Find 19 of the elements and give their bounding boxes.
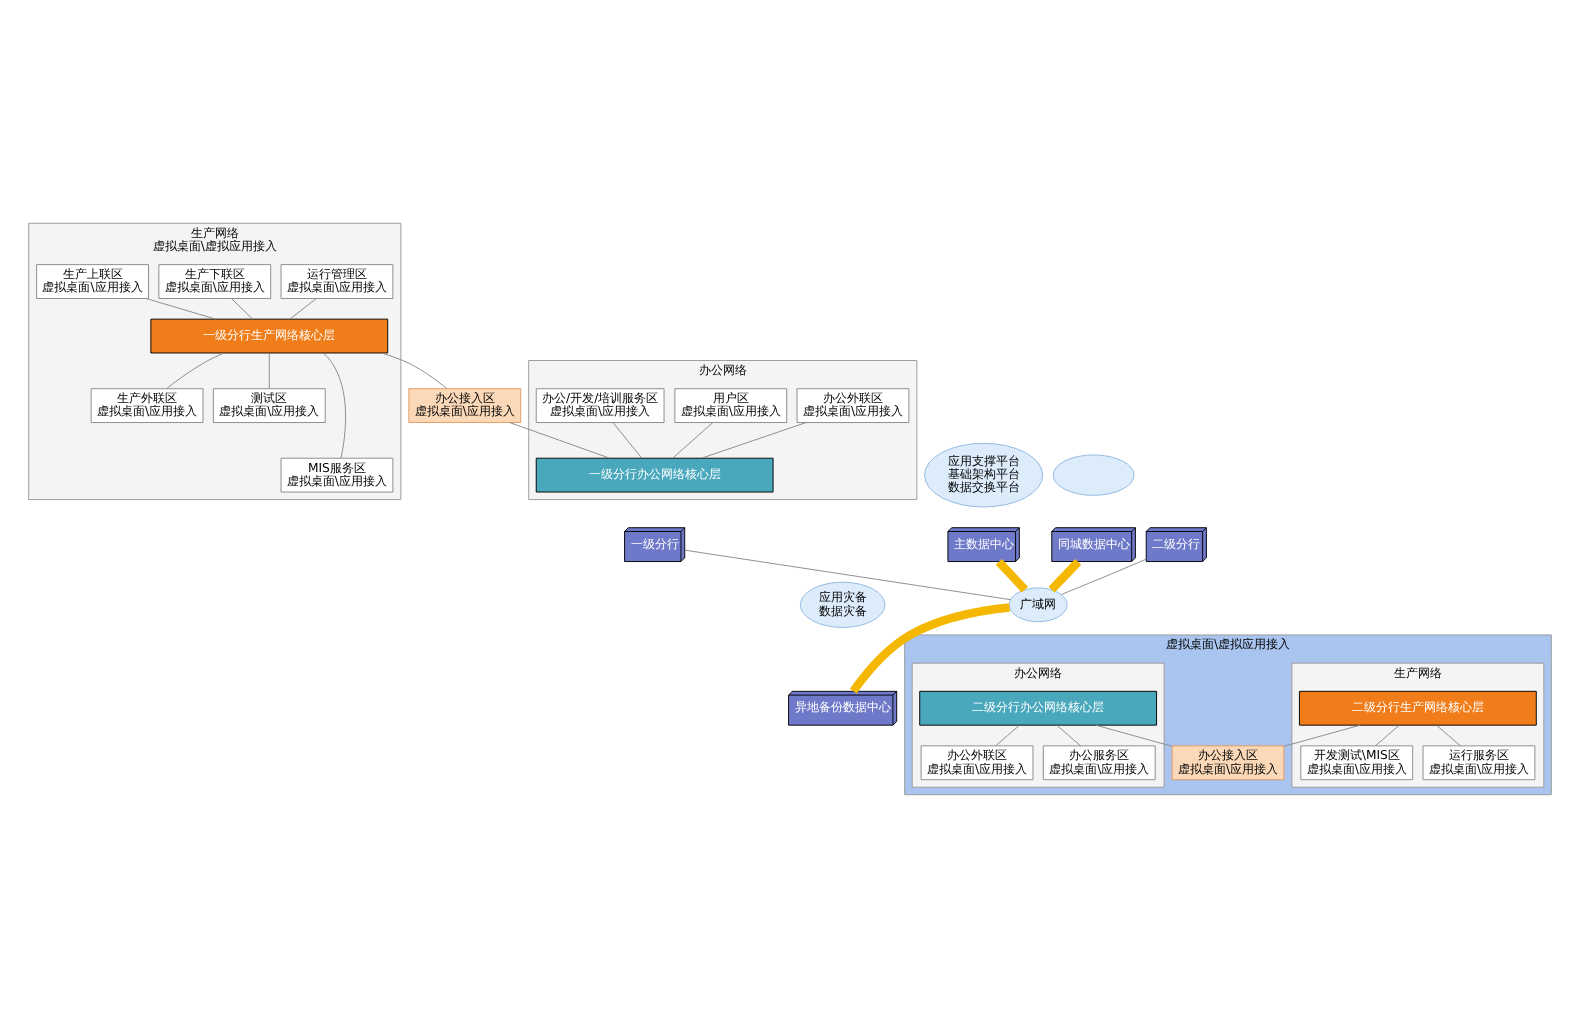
connector	[322, 352, 347, 459]
connector	[289, 298, 317, 320]
node-cloud	[1052, 454, 1135, 496]
connector	[268, 352, 270, 389]
connector	[381, 352, 448, 390]
connector	[1048, 558, 1082, 593]
connector	[684, 549, 1011, 601]
connector	[230, 298, 254, 320]
connector	[995, 724, 1020, 747]
connector	[612, 422, 642, 459]
connector	[701, 422, 807, 459]
connector	[672, 422, 714, 459]
connector	[995, 558, 1028, 593]
connector	[166, 352, 225, 390]
connector	[1374, 724, 1400, 747]
connector	[1056, 724, 1082, 747]
connector	[509, 422, 611, 459]
connector	[1436, 724, 1461, 747]
connector	[1060, 558, 1147, 595]
